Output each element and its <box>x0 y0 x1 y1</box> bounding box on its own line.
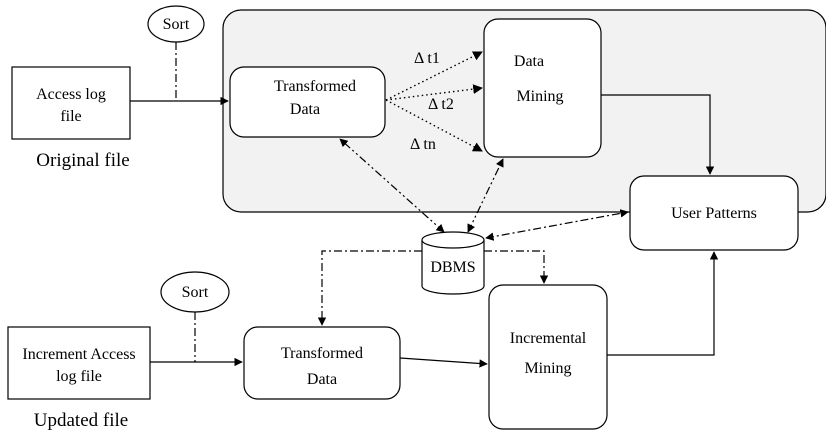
sort-bottom-node: Sort <box>160 271 230 313</box>
arrow-dbms-transformed-top <box>339 138 445 233</box>
user-patterns-label: User Patterns <box>671 205 757 222</box>
incremental-mining-line1: Incremental <box>510 330 587 347</box>
incremental-mining-node: Incremental Mining <box>488 284 608 430</box>
transformed-data-bottom-line1: Transformed <box>281 345 363 362</box>
original-file-caption: Original file <box>36 150 129 171</box>
transformed-data-top-node: Transformed Data <box>229 66 386 138</box>
arrow-dbms-user-patterns <box>485 209 629 241</box>
data-mining-node: Data Mining <box>483 18 602 158</box>
delta-t1-label: Δ t1 <box>414 50 440 67</box>
access-log-file-line1: Access log <box>36 86 106 103</box>
increment-access-log-file-node: Increment Access log file <box>7 326 151 400</box>
sort-bottom-label: Sort <box>182 284 209 301</box>
user-patterns-node: User Patterns <box>629 175 799 251</box>
transformed-data-top-line2: Data <box>290 101 320 118</box>
data-mining-line1: Data <box>514 53 544 70</box>
sort-top-node: Sort <box>147 5 205 43</box>
access-log-file-node: Access log file <box>11 66 131 140</box>
data-mining-line2: Mining <box>516 88 563 105</box>
increment-access-log-file-line1: Increment Access <box>22 346 135 363</box>
sort-top-label: Sort <box>163 16 190 33</box>
delta-t2-label: Δ t2 <box>428 96 454 113</box>
arrow-dbms-data-mining <box>467 158 504 233</box>
access-log-file-line2: file <box>60 108 81 125</box>
arrow-dbms-to-transformed-bottom <box>317 250 422 326</box>
arrow-transformed-bottom-to-incremental <box>399 357 488 368</box>
transformed-data-bottom-line2: Data <box>307 371 337 388</box>
transformed-data-bottom-node: Transformed Data <box>243 326 401 400</box>
delta-tn-label: Δ tn <box>410 136 436 153</box>
arrow-delta-tn <box>385 99 483 152</box>
dbms-node: DBMS <box>421 231 485 295</box>
arrow-dbms-to-incremental-mining <box>484 250 549 284</box>
incremental-mining-line2: Mining <box>524 360 571 377</box>
increment-access-log-file-line2: log file <box>56 368 102 385</box>
transformed-data-top-line1: Transformed <box>274 78 356 95</box>
dbms-label: DBMS <box>430 259 475 276</box>
arrow-data-mining-to-user-patterns <box>601 94 715 175</box>
arrow-incremental-to-user-patterns <box>607 251 719 356</box>
updated-file-caption: Updated file <box>34 410 128 431</box>
